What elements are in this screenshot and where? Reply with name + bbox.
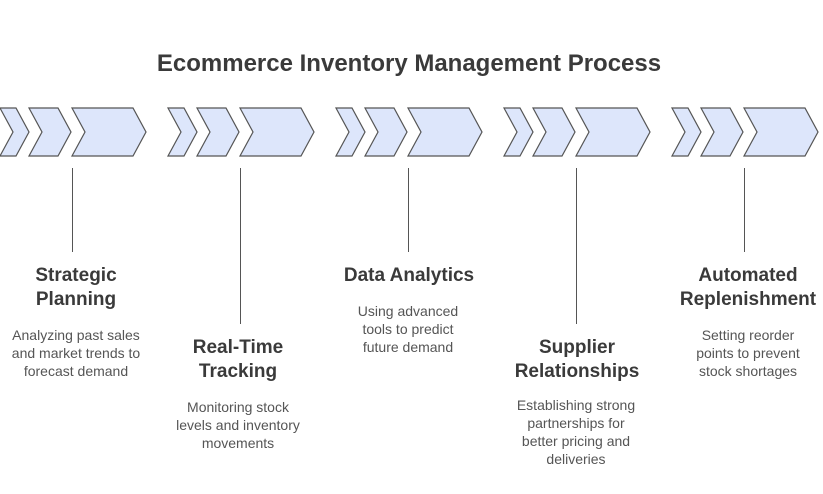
chevron-large	[742, 107, 819, 157]
connector-line-2	[240, 168, 241, 324]
chevron-large	[574, 107, 651, 157]
step-1-title: Strategic Planning	[35, 265, 117, 310]
step-4-chevrons	[502, 107, 651, 157]
step-2-title: Real-Time Tracking	[192, 337, 284, 382]
chevron-small	[0, 107, 30, 157]
step-5-title: Automated Replenishment	[679, 265, 817, 310]
step-4-title: Supplier Relationships	[514, 337, 640, 382]
chevron-small	[531, 107, 576, 157]
diagram-title: Ecommerce Inventory Management Process	[156, 50, 662, 77]
step-3-title: Data Analytics	[343, 265, 475, 286]
step-5-chevrons	[670, 107, 819, 157]
connector-line-5	[744, 168, 745, 252]
step-3-chevrons	[334, 107, 483, 157]
step-1-description: Analyzing past sales and market trends t…	[11, 327, 141, 379]
chevron-large	[70, 107, 147, 157]
step-2-chevrons	[166, 107, 315, 157]
chevron-small	[166, 107, 198, 157]
step-4-description: Establishing strong partnerships for bet…	[516, 397, 636, 467]
chevron-small	[502, 107, 534, 157]
step-3-description: Using advanced tools to predict future d…	[357, 303, 459, 355]
chevron-small	[699, 107, 744, 157]
step-5-description: Setting reorder points to prevent stock …	[696, 327, 800, 379]
step-1-chevrons	[0, 107, 147, 157]
connector-line-4	[576, 168, 577, 324]
chevron-small	[334, 107, 366, 157]
chevron-large	[406, 107, 483, 157]
chevron-small	[363, 107, 408, 157]
connector-line-1	[72, 168, 73, 252]
step-2-description: Monitoring stock levels and inventory mo…	[176, 399, 300, 451]
chevron-small	[670, 107, 702, 157]
chevron-large	[238, 107, 315, 157]
connector-line-3	[408, 168, 409, 252]
chevron-small	[27, 107, 72, 157]
chevron-small	[195, 107, 240, 157]
